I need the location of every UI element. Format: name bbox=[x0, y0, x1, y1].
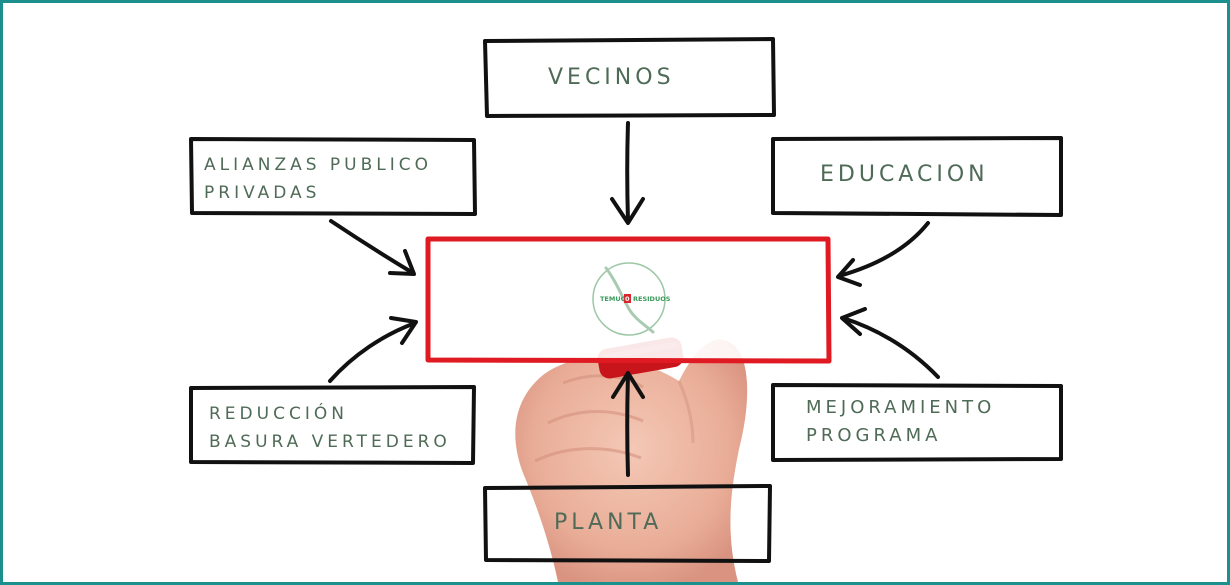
label-reduccion-line-2: BASURA VERTEDERO bbox=[209, 432, 451, 452]
hand-illustration bbox=[515, 337, 748, 582]
label-mejoramiento-line-1: MEJORAMIENTO bbox=[806, 397, 996, 418]
box-vecinos bbox=[483, 37, 776, 118]
label-vecinos: VECINOS bbox=[548, 65, 675, 90]
arrow-planta bbox=[611, 371, 645, 477]
box-alianzas bbox=[189, 137, 477, 216]
label-planta: PLANTA bbox=[554, 510, 663, 535]
arrow-mejoramiento bbox=[840, 307, 940, 379]
box-planta bbox=[483, 484, 772, 563]
label-reduccion: REDUCCIÓN BASURA VERTEDERO bbox=[209, 400, 451, 456]
label-alianzas-line-1: ALIANZAS PUBLICO bbox=[204, 155, 433, 175]
box-reduccion bbox=[189, 385, 476, 465]
temuco-residuos-logo: TEMUCO 0 RESIDUOS bbox=[592, 262, 671, 336]
label-educacion: EDUCACION bbox=[820, 162, 989, 187]
label-reduccion-line-1: REDUCCIÓN bbox=[209, 404, 348, 424]
arrow-educacion bbox=[836, 221, 930, 287]
logo-badge-text: 0 bbox=[625, 295, 630, 303]
label-alianzas-line-2: PRIVADAS bbox=[204, 183, 321, 203]
box-educacion bbox=[771, 136, 1063, 217]
label-alianzas: ALIANZAS PUBLICO PRIVADAS bbox=[204, 151, 432, 207]
label-mejoramiento: MEJORAMIENTO PROGRAMA bbox=[806, 394, 995, 450]
arrow-alianzas bbox=[329, 219, 416, 276]
arrow-vecinos bbox=[610, 121, 645, 225]
arrow-reduccion bbox=[328, 316, 418, 383]
logo-left-text: TEMUCO bbox=[600, 295, 631, 303]
box-mejoramiento bbox=[771, 383, 1063, 462]
logo-badge bbox=[624, 294, 631, 303]
label-mejoramiento-line-2: PROGRAMA bbox=[806, 425, 942, 446]
diagram-canvas: TEMUCO 0 RESIDUOS bbox=[189, 37, 1063, 582]
logo-right-text: RESIDUOS bbox=[633, 295, 671, 303]
